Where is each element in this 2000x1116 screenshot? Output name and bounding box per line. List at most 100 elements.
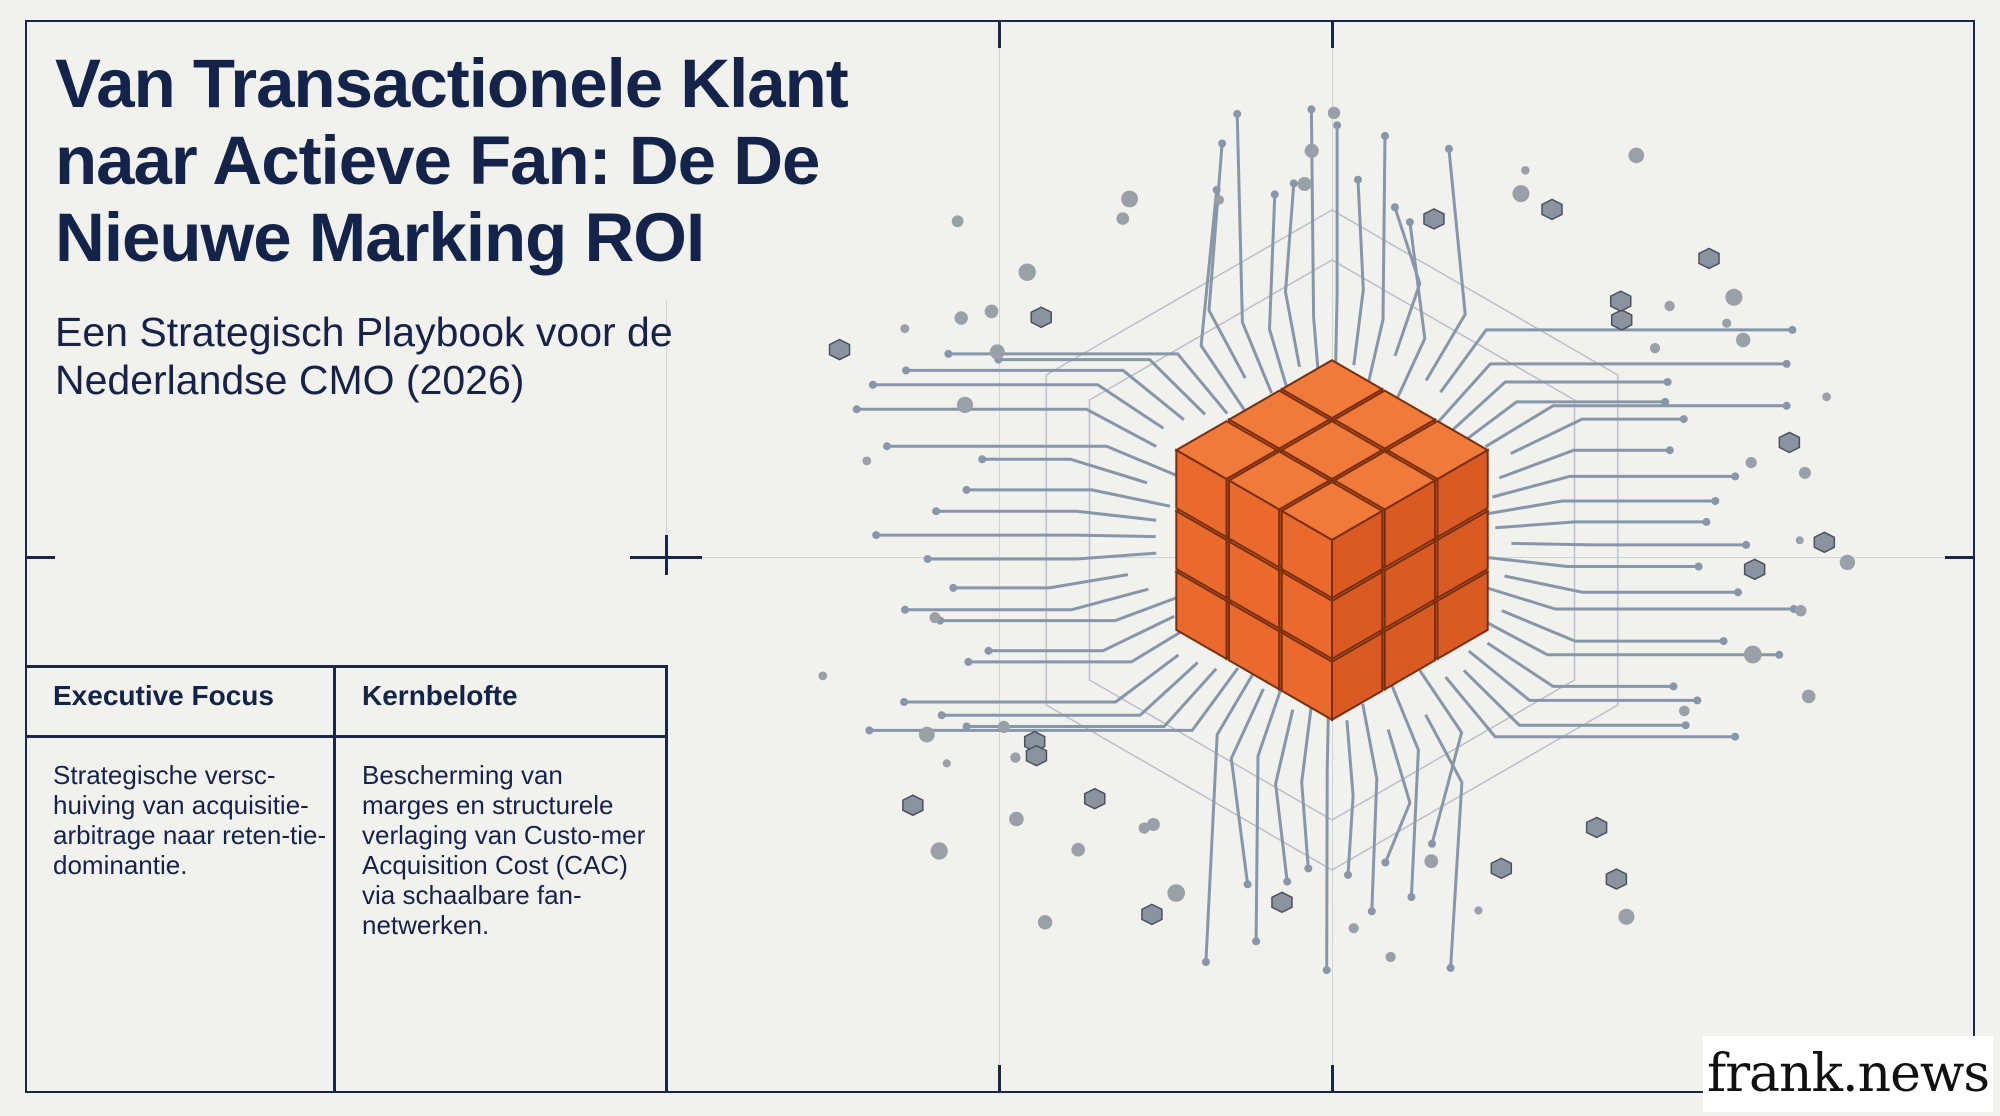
connection-endpoint [1289,179,1298,188]
connection-endpoint [949,583,958,592]
connection-line [1199,189,1246,411]
connection-endpoint [1665,446,1674,455]
connection-line [1364,135,1387,395]
connection-endpoint [1719,637,1728,646]
connection-line [1235,113,1273,394]
small-cube-icon [1609,290,1632,313]
connection-endpoint [1775,650,1784,659]
connection-line [1284,183,1301,368]
connection-line [906,368,1185,421]
scatter-dot [1010,752,1021,763]
connection-endpoint [1702,517,1711,526]
column-heading-kernbelofte: Kernbelofte [362,680,518,711]
connection-line [1444,676,1736,739]
connection-endpoint [984,646,993,655]
small-cube-icon [1698,247,1720,270]
tick-bottom-1 [998,1065,1001,1093]
cube-face-right [1383,478,1436,570]
scatter-dot [1146,818,1160,831]
connection-endpoint [1201,958,1210,966]
scatter-dot [1679,705,1690,717]
cube-face-right [1331,631,1384,722]
connection-line [1452,400,1666,451]
scatter-dot [1304,143,1319,158]
scatter-dot [951,215,964,228]
connection-line [1511,541,1747,547]
column-body-kernbelofte: Bescherming van marges en structurele ve… [362,760,646,940]
scatter-dot [1327,106,1341,120]
tick-top-1 [998,20,1001,48]
connection-line [988,614,1175,653]
connection-line [1484,404,1787,448]
connection-line [869,667,1240,732]
connection-endpoint [937,711,946,720]
connection-line [1439,328,1793,394]
small-cube-icon [1541,198,1563,221]
connection-endpoint [1283,877,1292,886]
scatter-dot [1798,466,1811,479]
connection-line [1510,417,1684,455]
connection-endpoint [1354,175,1362,184]
connection-line [1492,474,1736,499]
small-cube-icon [1743,558,1766,581]
connection-endpoint [1390,203,1399,212]
scatter-dot [1822,392,1831,402]
connection-line [1334,125,1339,372]
connection-line [966,667,1218,728]
faint-grid-v3 [666,300,667,535]
small-cube-icon [902,794,924,817]
connection-line [876,533,1156,539]
connection-endpoint [1663,378,1672,386]
scatter-dot [1839,554,1856,571]
connection-endpoint [1322,966,1331,975]
cube-face-right [1436,509,1489,600]
connection-line [872,383,1165,430]
small-cube-icon [1423,208,1445,230]
connection-line [1424,148,1467,382]
connection-endpoint [901,605,909,614]
connection-line [1478,584,1794,611]
connection-endpoint [932,507,941,516]
scatter-dot [1649,343,1661,354]
scatter-dot [1512,185,1530,203]
connection-endpoint [852,405,861,414]
scatter-dot [954,311,968,325]
connection-endpoint [1218,139,1227,148]
connection-line [998,358,1207,416]
page-subtitle: Een Strategisch Playbook voor de Nederla… [55,309,673,403]
connection-line [927,551,1157,561]
connection-line [1384,729,1412,864]
connection-line [1504,574,1738,594]
connection-line [982,457,1148,485]
connection-endpoint [1444,144,1453,153]
connection-endpoint [1381,131,1389,140]
divider-left-panel-vertical [665,665,668,1093]
small-cube-icon [1585,816,1608,839]
scatter-dot [1138,822,1150,834]
cube-network-illustration [818,105,1856,975]
connection-endpoint [1782,359,1791,368]
connection-endpoint [1731,732,1740,741]
scatter-dot [1121,190,1138,208]
faint-grid-v1 [999,48,1000,1065]
connection-endpoint [1711,497,1720,505]
connection-line [1487,556,1699,568]
connection-endpoint [1270,190,1279,199]
connection-line [936,509,1157,522]
connection-endpoint [1407,893,1416,901]
connection-endpoint [978,455,987,464]
connection-line [1254,683,1285,942]
connection-line [856,407,1157,448]
guide-hexagon [1045,209,1619,871]
cube-face-right [1436,570,1489,661]
scatter-dot [1725,288,1743,306]
connection-line [904,653,1180,704]
divider-columns-vertical [333,665,336,1093]
connection-line [1361,703,1379,912]
connection-endpoint [1333,121,1342,130]
connection-endpoint [1734,588,1742,597]
connection-endpoint [944,349,953,358]
connection-endpoint [1679,415,1688,424]
connection-line [1462,669,1686,727]
connection-endpoint [1344,870,1352,879]
